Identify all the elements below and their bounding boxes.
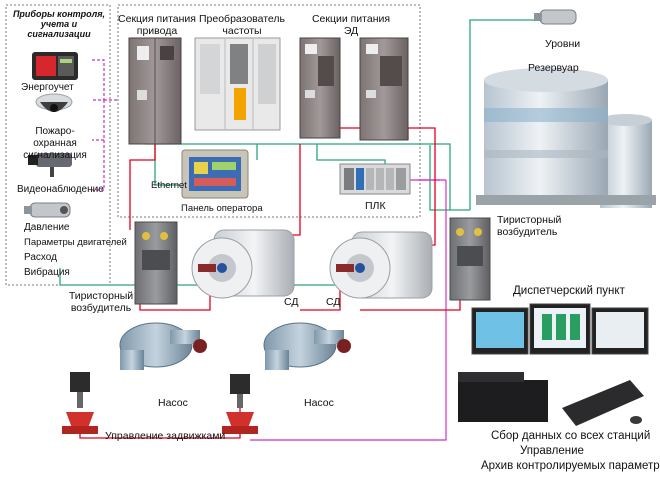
operator-panel-device — [181, 149, 249, 199]
label-sd-left: СД — [284, 296, 299, 308]
pump-right — [263, 322, 351, 370]
label-sd-right: СД — [326, 296, 341, 308]
label-reservoir: Резервуар — [528, 62, 579, 74]
sidebar-param-pressure: Давление — [24, 222, 70, 233]
sidebar-param-vibration: Вибрация — [24, 267, 70, 278]
label-operator-panel: Панель оператора — [181, 203, 263, 214]
energy-meter-icon — [32, 52, 78, 80]
pressure-sensor-icon — [24, 202, 71, 218]
dome-camera-icon — [35, 93, 73, 112]
drive-power-cabinet — [128, 37, 182, 145]
label-thyristor-left: Тиристорный возбудитель — [68, 290, 134, 314]
valve-left — [62, 372, 98, 434]
thyristor-exciter-left — [134, 221, 178, 305]
dispatch-monitors — [471, 303, 649, 355]
signal-lines-solid — [250, 179, 447, 441]
label-thyristor-right: Тиристорный возбудитель — [497, 214, 562, 238]
video-camera-icon — [28, 153, 72, 177]
sidebar-item-energy: Энергоучет — [21, 82, 74, 93]
label-valve-control: Управление задвижками — [105, 430, 226, 442]
thyristor-exciter-right — [449, 217, 491, 301]
reservoir-tanks — [476, 68, 656, 208]
frequency-converter-cabinet — [194, 37, 281, 131]
pump-left — [119, 322, 207, 370]
ed-power-cabinet-2 — [359, 37, 409, 141]
control-room-frame — [117, 4, 421, 218]
dispatch-pc — [458, 372, 548, 422]
sidebar-param-flow: Расход — [24, 252, 57, 263]
synchronous-motor-left — [191, 229, 295, 299]
footer-line-1: Сбор данных со всех станций — [491, 430, 651, 442]
footer-line-2: Управление — [520, 445, 584, 457]
valve-right — [222, 374, 258, 434]
sidebar-item-fire-alarm: Пожаро-охранная сигнализация — [23, 126, 87, 161]
label-ed-power: Секции питания ЭД — [311, 13, 391, 37]
label-pump-left: Насос — [158, 397, 188, 409]
sidebar-item-video: Видеонаблюдение — [17, 184, 104, 195]
synchronous-motor-right — [329, 231, 433, 299]
plc-device — [339, 163, 411, 195]
sidebar-frame — [5, 4, 111, 286]
label-pump-right: Насос — [304, 397, 334, 409]
footer-line-3: Архив контролируемых параметров — [481, 460, 660, 472]
label-drive-power: Секция питания привода — [118, 13, 196, 37]
signal-lines — [92, 59, 118, 191]
label-dispatch: Диспетчерский пункт — [513, 285, 625, 297]
label-converter: Преобразователь частоты — [198, 13, 286, 37]
ed-power-cabinet-1 — [299, 37, 341, 139]
label-plc: ПЛК — [365, 200, 386, 212]
label-levels: Уровни — [545, 38, 581, 50]
sidebar-param-motors: Параметры двигателей — [24, 237, 127, 248]
sidebar-title: Приборы контроля, учета и сигнализации — [12, 9, 106, 39]
level-sensor-icon — [534, 9, 577, 25]
label-ethernet: Ethernet — [151, 180, 187, 191]
dispatch-keyboard — [562, 380, 644, 426]
